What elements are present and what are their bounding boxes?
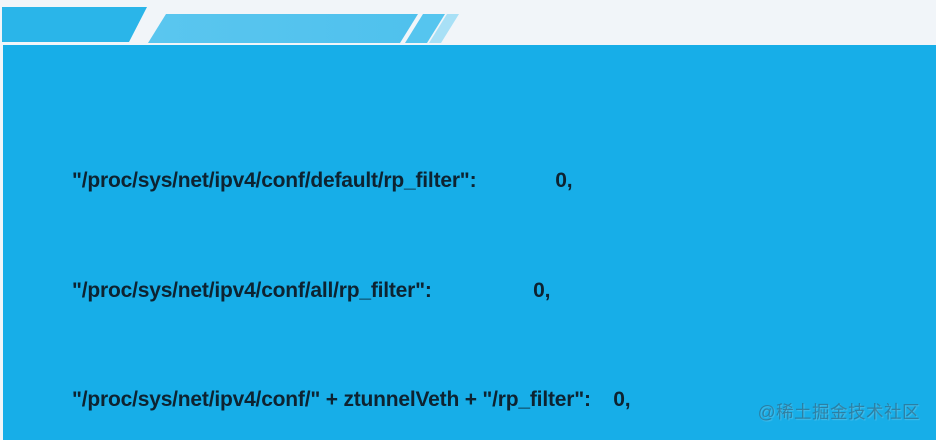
- banner-parallelogram-primary: [2, 7, 147, 42]
- top-banner: [0, 0, 936, 45]
- code-block: "/proc/sys/net/ipv4/conf/default/rp_filt…: [72, 90, 661, 440]
- banner-parallelogram-secondary: [148, 14, 418, 43]
- code-line: "/proc/sys/net/ipv4/conf/all/rp_filter":…: [72, 278, 551, 302]
- code-line: "/proc/sys/net/ipv4/conf/default/rp_filt…: [72, 169, 573, 192]
- watermark: @稀土掘金技术社区: [757, 402, 920, 422]
- code-panel: "/proc/sys/net/ipv4/conf/default/rp_filt…: [3, 45, 936, 440]
- code-line: "/proc/sys/net/ipv4/conf/" + ztunnelVeth…: [72, 388, 631, 411]
